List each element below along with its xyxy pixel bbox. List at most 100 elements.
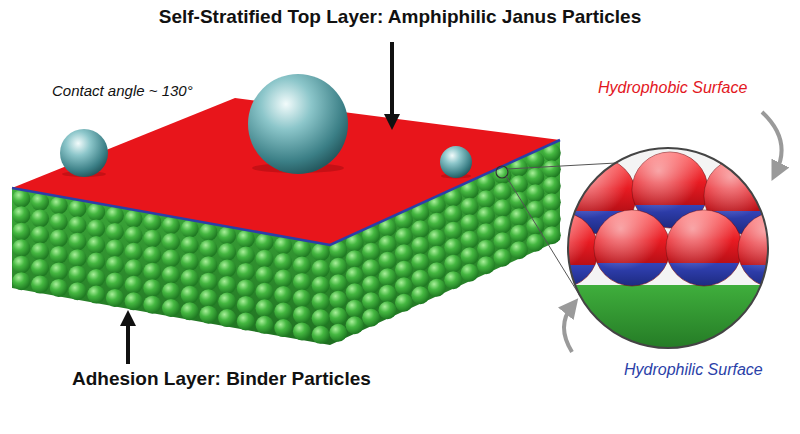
binder-particle bbox=[428, 279, 446, 297]
binder-particle bbox=[143, 296, 161, 314]
binder-particle bbox=[199, 306, 217, 324]
binder-band bbox=[560, 285, 780, 365]
binder-particle bbox=[411, 237, 429, 255]
binder-particle bbox=[543, 226, 561, 244]
water-droplet bbox=[60, 129, 108, 177]
water-droplet bbox=[440, 146, 472, 178]
binder-particle bbox=[477, 256, 495, 274]
binder-particle bbox=[143, 279, 161, 297]
binder-particle bbox=[68, 216, 86, 234]
binder-particle bbox=[312, 309, 330, 327]
binder-particle bbox=[329, 324, 347, 342]
binder-particle bbox=[461, 198, 479, 216]
binder-particle bbox=[395, 261, 413, 279]
binder-particle bbox=[87, 203, 105, 221]
janus-particle bbox=[666, 210, 742, 286]
binder-particle bbox=[312, 260, 330, 278]
binder-particle bbox=[87, 286, 105, 304]
binder-particle bbox=[199, 289, 217, 307]
janus-particle bbox=[522, 212, 598, 288]
binder-particle bbox=[274, 319, 292, 337]
binder-particle bbox=[312, 243, 330, 261]
binder-particle bbox=[362, 292, 380, 310]
binder-particle bbox=[143, 213, 161, 231]
binder-particle bbox=[181, 253, 199, 271]
binder-particle bbox=[256, 299, 274, 317]
binder-particle bbox=[379, 235, 397, 253]
layer-title: Adhesion Layer: Binder Particles bbox=[72, 368, 371, 391]
binder-particle bbox=[526, 184, 544, 202]
binder-particle bbox=[428, 213, 446, 231]
binder-particle bbox=[106, 289, 124, 307]
binder-particle bbox=[543, 160, 561, 178]
binder-particle bbox=[12, 239, 30, 257]
binder-particle bbox=[181, 286, 199, 304]
binder-particle bbox=[293, 240, 311, 258]
binder-particle bbox=[68, 266, 86, 284]
binder-particle bbox=[162, 266, 180, 284]
water-droplet bbox=[248, 74, 348, 174]
binder-particle bbox=[411, 220, 429, 238]
binder-particle bbox=[181, 269, 199, 287]
binder-particle bbox=[293, 322, 311, 340]
binder-particle bbox=[293, 256, 311, 274]
binder-particle bbox=[543, 210, 561, 228]
binder-particle bbox=[218, 276, 236, 294]
binder-particle bbox=[494, 216, 512, 234]
binder-particle bbox=[428, 262, 446, 280]
binder-particle bbox=[199, 240, 217, 258]
binder-particle bbox=[31, 276, 49, 294]
binder-particle bbox=[461, 231, 479, 249]
binder-particle bbox=[494, 249, 512, 267]
binder-particle bbox=[312, 293, 330, 311]
binder-particle bbox=[379, 268, 397, 286]
binder-particle bbox=[494, 232, 512, 250]
binder-particle bbox=[379, 252, 397, 270]
binder-particle bbox=[218, 309, 236, 327]
binder-particle bbox=[125, 210, 143, 228]
binder-particle bbox=[362, 276, 380, 294]
binder-particle bbox=[31, 210, 49, 228]
binder-particle bbox=[50, 279, 68, 297]
binder-particle bbox=[312, 276, 330, 294]
binder-particle bbox=[31, 193, 49, 211]
binder-particle bbox=[477, 207, 495, 225]
binder-particle bbox=[329, 307, 347, 325]
binder-particle bbox=[181, 302, 199, 320]
binder-particle bbox=[31, 259, 49, 277]
janus-particle bbox=[594, 210, 670, 286]
binder-particle bbox=[346, 267, 364, 285]
binder-particle bbox=[50, 213, 68, 231]
binder-particle bbox=[68, 200, 86, 218]
binder-particle bbox=[12, 206, 30, 224]
binder-particle bbox=[50, 246, 68, 264]
angle-note: Contact angle ~ 130° bbox=[52, 82, 193, 100]
binder-particle bbox=[68, 249, 86, 267]
binder-particle bbox=[106, 272, 124, 290]
janus-shine bbox=[594, 210, 670, 286]
binder-particle bbox=[477, 223, 495, 241]
pointer-arrow bbox=[390, 42, 394, 122]
binder-particle bbox=[162, 283, 180, 301]
binder-particle bbox=[162, 299, 180, 317]
binder-particle bbox=[218, 293, 236, 311]
binder-particle bbox=[12, 272, 30, 290]
binder-particle bbox=[444, 222, 462, 240]
binder-particle bbox=[346, 283, 364, 301]
binder-particle bbox=[444, 238, 462, 256]
binder-particle bbox=[237, 230, 255, 248]
binder-particle bbox=[256, 283, 274, 301]
layer-title: Self-Stratified Top Layer: Amphiphilic J… bbox=[159, 6, 642, 29]
turn-arrow bbox=[762, 112, 782, 172]
binder-particle bbox=[218, 260, 236, 278]
binder-particle bbox=[181, 236, 199, 254]
binder-particle bbox=[199, 273, 217, 291]
binder-particle bbox=[31, 226, 49, 244]
binder-particle bbox=[329, 274, 347, 292]
binder-particle bbox=[510, 225, 528, 243]
binder-particle bbox=[329, 291, 347, 309]
binder-particle bbox=[293, 289, 311, 307]
binder-particle bbox=[293, 273, 311, 291]
janus-shine bbox=[666, 210, 742, 286]
janus-body bbox=[522, 212, 598, 288]
